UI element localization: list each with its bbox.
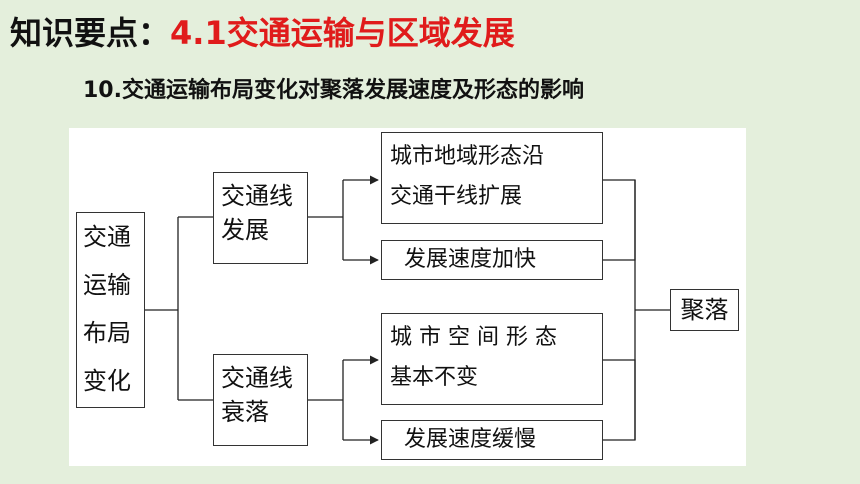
page-title: 知识要点：4.1交通运输与区域发展 <box>10 8 515 58</box>
branch-decline-line-2: 衰落 <box>221 398 269 426</box>
root-line-3: 布局 <box>83 319 131 347</box>
title-label: 知识要点： <box>10 14 171 52</box>
develop-shape-line-2: 交通干线扩展 <box>390 184 523 209</box>
result-text: 聚落 <box>680 296 729 324</box>
decline-shape-box: 城 市 空 间 形 态 基本不变 <box>381 313 603 405</box>
result-box: 聚落 <box>670 289 739 331</box>
branch-develop-line-1: 交通线 <box>221 182 293 210</box>
branch-develop-line-2: 发展 <box>221 216 269 244</box>
root-line-1: 交通 <box>83 223 131 251</box>
root-line-2: 运输 <box>83 271 131 299</box>
connector-merge-top <box>603 179 636 261</box>
page-subtitle: 10.交通运输布局变化对聚落发展速度及形态的影响 <box>83 78 584 103</box>
develop-shape-line-1: 城市地域形态沿 <box>390 144 545 169</box>
decline-speed-text: 发展速度缓慢 <box>404 427 537 452</box>
connector-merge-bottom <box>603 359 636 441</box>
branch-decline-box: 交通线 衰落 <box>213 354 308 446</box>
root-box: 交通 运输 布局 变化 <box>76 212 145 408</box>
decline-speed-box: 发展速度缓慢 <box>381 420 603 460</box>
develop-shape-box: 城市地域形态沿 交通干线扩展 <box>381 132 603 224</box>
branch-decline-line-1: 交通线 <box>221 364 293 392</box>
root-line-4: 变化 <box>83 367 131 395</box>
branch-develop-box: 交通线 发展 <box>213 172 308 264</box>
title-topic: 4.1交通运输与区域发展 <box>170 14 515 52</box>
develop-speed-box: 发展速度加快 <box>381 240 603 280</box>
decline-shape-line-2: 基本不变 <box>390 365 479 390</box>
decline-shape-line-1: 城 市 空 间 形 态 <box>390 325 557 350</box>
develop-speed-text: 发展速度加快 <box>404 247 537 272</box>
